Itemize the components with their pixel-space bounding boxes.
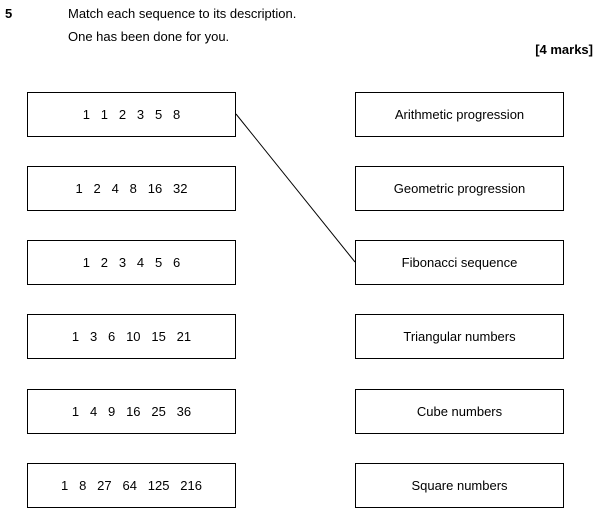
sequence-box-6[interactable]: 1 8 27 64 125 216 (27, 463, 236, 508)
sequence-box-1[interactable]: 1 1 2 3 5 8 (27, 92, 236, 137)
description-box-2[interactable]: Geometric progression (355, 166, 564, 211)
description-box-1[interactable]: Arithmetic progression (355, 92, 564, 137)
description-box-3[interactable]: Fibonacci sequence (355, 240, 564, 285)
description-box-5[interactable]: Cube numbers (355, 389, 564, 434)
instruction-line-2: One has been done for you. (68, 29, 230, 44)
question-number: 5 (5, 6, 13, 21)
instruction-line-1: Match each sequence to its description. (68, 6, 297, 21)
sequence-box-4[interactable]: 1 3 6 10 15 21 (27, 314, 236, 359)
description-box-6[interactable]: Square numbers (355, 463, 564, 508)
marks-label: [4 marks] (535, 42, 593, 57)
sequence-box-3[interactable]: 1 2 3 4 5 6 (27, 240, 236, 285)
description-box-4[interactable]: Triangular numbers (355, 314, 564, 359)
sequence-box-2[interactable]: 1 2 4 8 16 32 (27, 166, 236, 211)
sequence-box-5[interactable]: 1 4 9 16 25 36 (27, 389, 236, 434)
